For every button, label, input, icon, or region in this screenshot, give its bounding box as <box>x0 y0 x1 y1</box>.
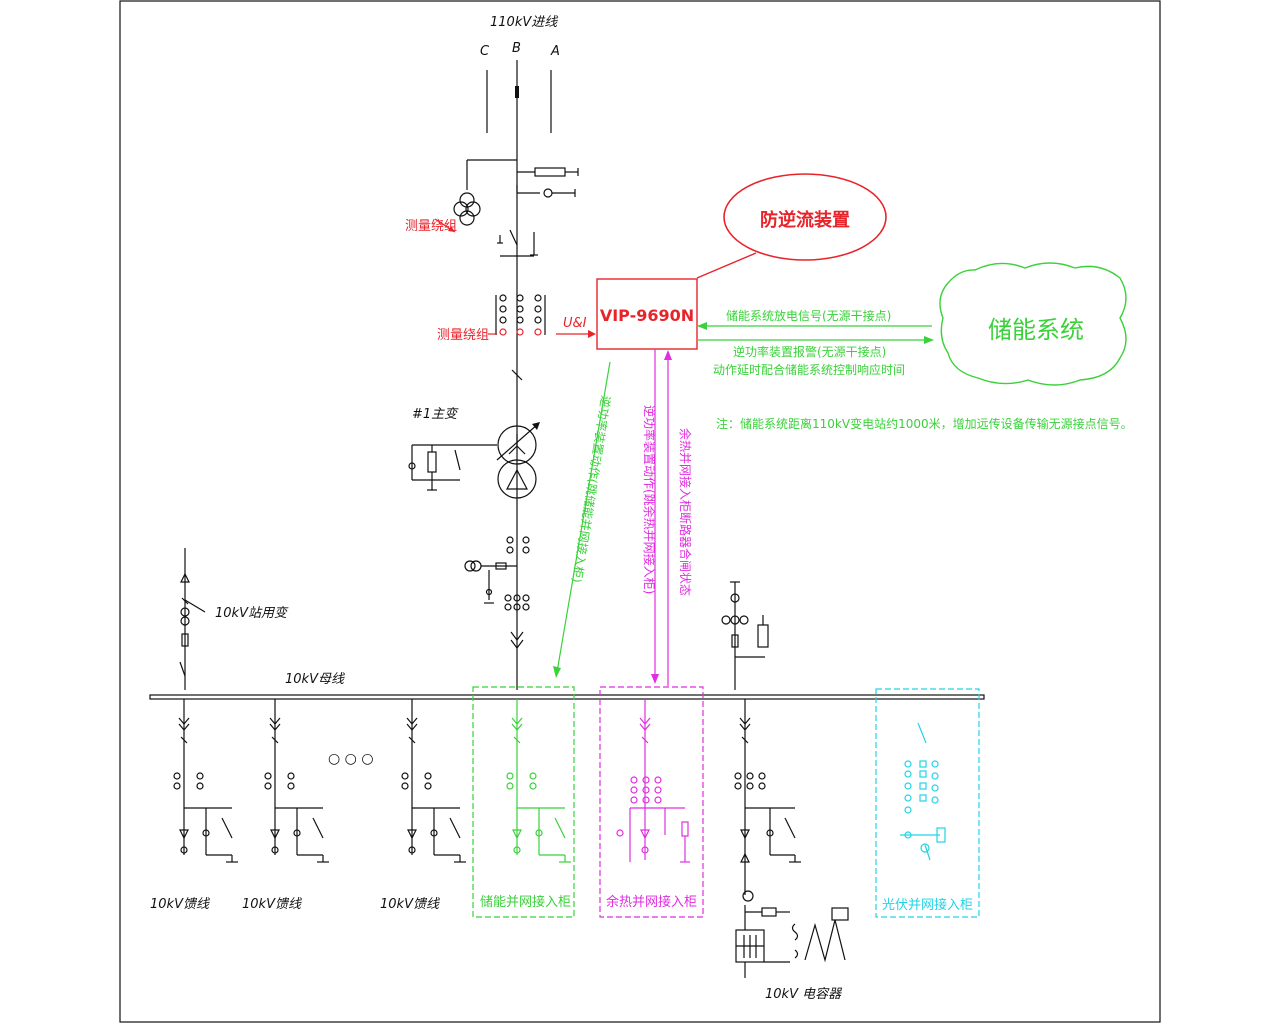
measure-winding-label-2: 测量绕组 <box>437 328 489 343</box>
feeder-2 <box>264 699 329 863</box>
waste-status-label: 余热并网接入柜断路器合闸状态 <box>678 428 693 596</box>
device-box <box>596 278 698 350</box>
delay-signal-label: 动作延时配合储能系统控制响应时间 <box>713 362 905 377</box>
measure-winding-label-1: 测量绕组 <box>405 219 457 234</box>
feeder-3 <box>401 699 466 863</box>
breaker-mark <box>511 369 523 381</box>
storage-cabinet-feeder <box>506 699 571 863</box>
pv-cabinet-feeder <box>900 722 946 861</box>
ellipsis-label: ○ ○ ○ <box>328 751 374 767</box>
storage-trip-label: 逆功率装置动作(跳储能并网接入柜) <box>569 395 613 584</box>
alarm-signal-label: 逆功率装置报警(无源干接点) <box>733 344 886 359</box>
device-callout-bubble <box>723 173 887 261</box>
device-callout-text: 防逆流装置 <box>760 209 850 231</box>
feeder-1-label: 10kV馈线 <box>150 897 210 912</box>
bus-label: 10kV母线 <box>285 672 345 687</box>
waste-heat-cabinet-label: 余热并网接入柜 <box>606 894 697 910</box>
incoming-line-label: 110kV进线 <box>490 15 558 30</box>
device-callout-pointer <box>696 252 757 279</box>
ui-signal-arrowhead <box>588 330 596 338</box>
line-ground-devices <box>516 167 579 198</box>
storage-cabinet-box <box>472 686 575 918</box>
phase-c-label: C <box>480 44 490 59</box>
drawing-frame <box>119 0 1161 1023</box>
distance-note: 注：储能系统距离110kV变电站约1000米，增加远传设备传输无源接点信号。 <box>716 416 1133 431</box>
current-transformer-stack <box>495 294 546 336</box>
phase-a-label: A <box>550 44 560 59</box>
waste-status-arrowhead <box>664 350 672 360</box>
lv-ct-group <box>464 536 530 649</box>
storage-cabinet-label: 储能并网接入柜 <box>480 894 571 910</box>
waste-trip-arrowhead <box>651 674 659 684</box>
feeder-3-label: 10kV馈线 <box>380 897 440 912</box>
main-transformer-label: #1主变 <box>412 406 459 422</box>
storage-trip-arrowhead <box>553 666 561 678</box>
discharge-signal-label: 储能系统放电信号(无源干接点) <box>726 308 891 323</box>
station-transformer-label: 10kV站用变 <box>215 605 289 621</box>
measure-winding-arrowhead-1 <box>448 226 455 232</box>
ui-signal-label: U&I <box>563 316 587 331</box>
capacitor-label: 10kV 电容器 <box>765 986 842 1002</box>
alarm-signal-arrowhead <box>924 336 934 344</box>
disconnector-switch-icon <box>497 229 538 257</box>
station-transformer-icon <box>179 548 206 690</box>
waste-heat-cabinet-box <box>599 686 704 918</box>
storage-trip-line <box>556 361 611 673</box>
feeder-2-label: 10kV馈线 <box>242 897 302 912</box>
busbar <box>149 694 985 700</box>
capacitor-feeder <box>721 581 849 978</box>
device-model-label: VIP-9690N <box>600 306 694 325</box>
phase-b-label: B <box>512 41 521 56</box>
storage-system-cloud <box>939 262 1127 386</box>
storage-system-label: 储能系统 <box>988 316 1084 344</box>
pv-cabinet-box <box>875 688 980 918</box>
feeder-1 <box>173 699 238 863</box>
discharge-signal-arrowhead <box>697 322 707 330</box>
waste-heat-cabinet-feeder <box>616 699 690 863</box>
main-transformer-icon <box>496 422 540 499</box>
voltage-transformer-icon <box>453 159 517 226</box>
pv-cabinet-label: 光伏并网接入柜 <box>882 897 973 913</box>
waste-trip-label: 逆功率装置动作(跳余热并网接入柜) <box>642 405 657 594</box>
neutral-grounding-icon <box>408 444 497 491</box>
line-marker <box>515 86 519 98</box>
